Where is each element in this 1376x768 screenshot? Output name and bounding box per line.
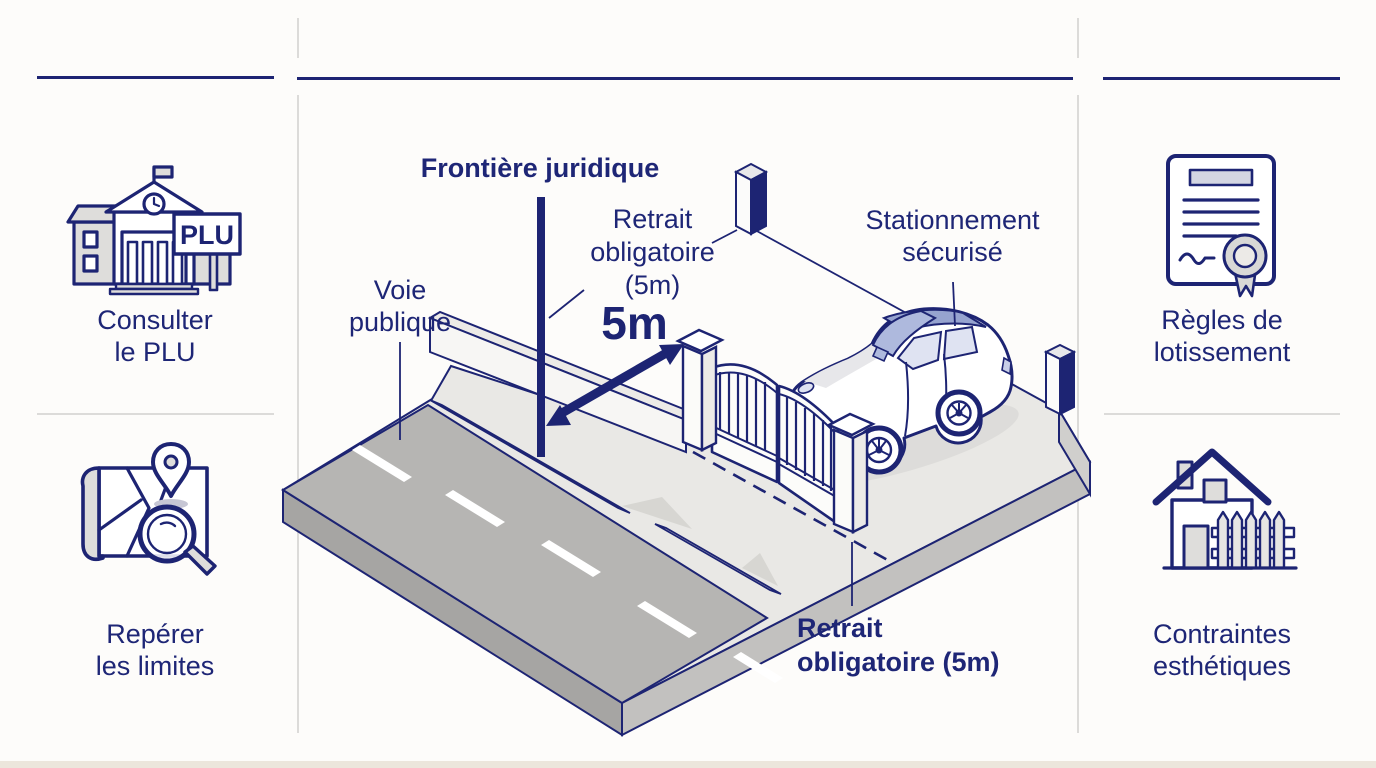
car — [788, 307, 1019, 487]
center-panel-top-rule — [297, 77, 1073, 80]
label-frontiere-juridique: Frontière juridique — [420, 153, 660, 183]
left-divider — [297, 95, 299, 733]
curb-segment-1 — [429, 399, 631, 514]
car-windshield — [871, 309, 938, 358]
road-dashes — [352, 445, 783, 683]
setback-dashed-line — [692, 450, 894, 565]
left-column-separator — [37, 413, 274, 415]
label-stationnement-securise: Stationnement sécurisé — [865, 205, 1040, 267]
curb-segment-2 — [654, 523, 782, 595]
plu-sign-text: PLU — [180, 220, 234, 250]
label-retrait-obligatoire-bottom: Retrait obligatoire (5m) — [797, 613, 1000, 677]
gate — [675, 328, 876, 534]
car-mirror — [871, 345, 890, 363]
certificate-icon — [1166, 154, 1276, 298]
label-consulter-le-plu: Consulter le PLU — [97, 305, 213, 367]
label-5m-distance: 5m — [601, 297, 668, 349]
parking-label-leader — [952, 281, 956, 327]
car-hood-shade — [804, 344, 888, 388]
left-divider-top — [297, 18, 299, 58]
map-magnifier-icon — [80, 442, 217, 576]
town-hall-plu-icon: PLU — [66, 165, 242, 296]
setback-top-leader — [548, 289, 585, 319]
gate-bars-left — [718, 372, 767, 450]
car-headlight — [797, 382, 815, 394]
curb-cut-wedge-1 — [622, 497, 692, 529]
right-divider-top — [1077, 18, 1079, 58]
bottom-edge-strip — [0, 761, 1376, 768]
label-reperer-les-limites: Repérer les limites — [95, 619, 215, 681]
post-leader-left — [711, 229, 738, 244]
right-panel-top-rule — [1103, 77, 1340, 80]
setback-illustration — [281, 162, 1092, 737]
setback-distance-arrow — [546, 344, 684, 426]
car-rear-wheel — [935, 389, 983, 437]
right-column-separator — [1104, 413, 1340, 415]
car-taillight — [1001, 356, 1012, 376]
boundary-post — [733, 162, 769, 236]
right-divider — [1077, 95, 1079, 733]
gate-pillar-left — [675, 328, 725, 452]
slab-end-face — [1058, 406, 1091, 498]
left-panel-top-rule — [37, 76, 274, 79]
corner-post — [1043, 343, 1077, 416]
house-fence-icon — [1152, 448, 1298, 570]
label-retrait-obligatoire-top: Retrait obligatoire (5m) — [590, 204, 715, 300]
car-side-window-rear — [942, 325, 979, 361]
legal-boundary-line — [537, 197, 545, 457]
label-voie-publique: Voie publique — [348, 275, 452, 337]
curb-cut-wedge-2 — [742, 553, 778, 586]
post-leader-right — [754, 229, 909, 315]
label-contraintes-esthetiques: Contraintes esthétiques — [1152, 619, 1292, 681]
gate-bars-right — [785, 397, 833, 491]
label-regles-de-lotissement: Règles de lotissement — [1153, 305, 1291, 367]
gate-pillar-right — [826, 412, 876, 534]
car-side-window-front — [896, 330, 943, 371]
